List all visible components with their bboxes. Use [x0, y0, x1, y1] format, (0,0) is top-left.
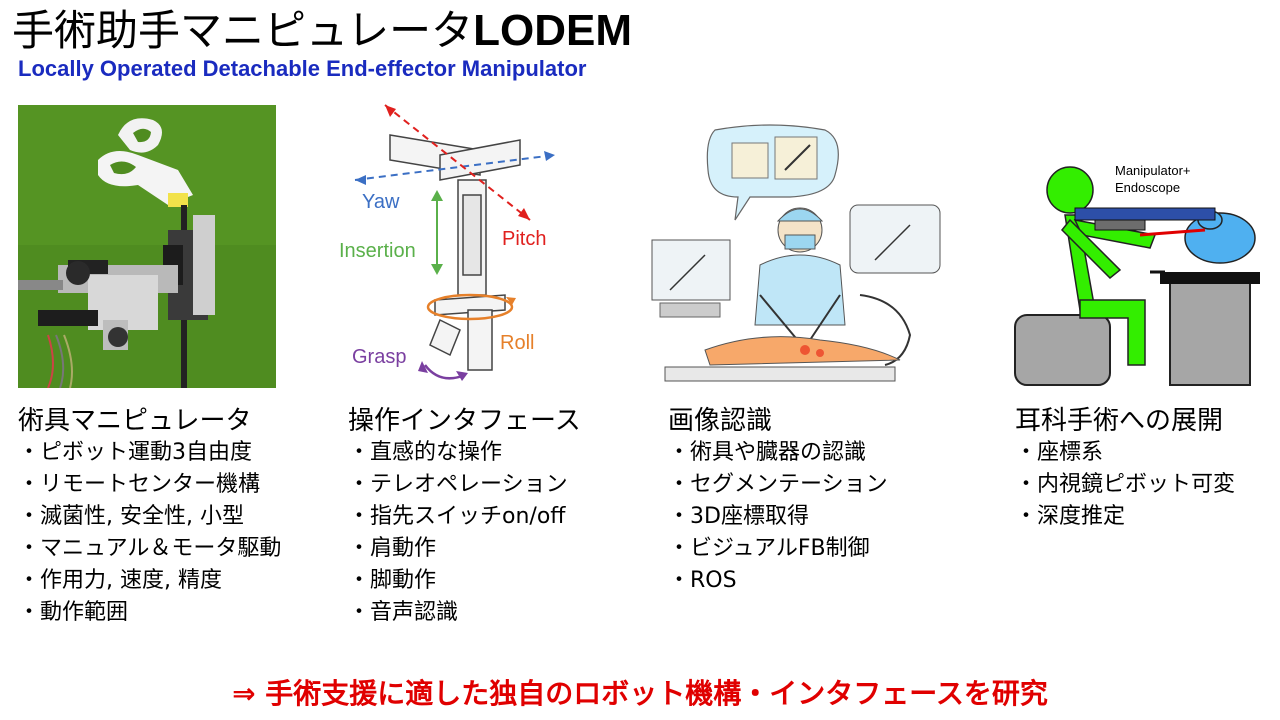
- list-item: 内視鏡ピボット可変: [1015, 469, 1235, 501]
- list-item: 音声認識: [348, 597, 581, 629]
- endoscope-label: Endoscope: [1115, 180, 1180, 195]
- interface-diagram: Yaw Pitch Insertion Roll Grasp: [339, 104, 556, 381]
- list-item: ROS: [668, 565, 888, 597]
- bullet-list: ピボット運動3自由度 リモートセンター機構 滅菌性, 安全性, 小型 マニュアル…: [18, 437, 281, 629]
- column-title: 耳科手術への展開: [1015, 406, 1224, 436]
- grasp-label: Grasp: [352, 346, 406, 368]
- bullet-list: 座標系 内視鏡ピボット可変 深度推定: [1015, 437, 1235, 533]
- conclusion-message: ⇒ 手術支援に適した独自のロボット機構・インタフェースを研究: [232, 677, 1048, 710]
- list-item: ピボット運動3自由度: [18, 437, 281, 469]
- list-item: セグメンテーション: [668, 469, 888, 501]
- column-title: 画像認識: [668, 406, 773, 436]
- page-title: 手術助手マニピュレータLODEM: [12, 6, 632, 56]
- list-item: ビジュアルFB制御: [668, 533, 888, 565]
- column-surgical-manipulator: 術具マニピュレータ ピボット運動3自由度 リモートセンター機構 滅菌性, 安全性…: [18, 405, 281, 629]
- image-recognition-sketch: [651, 124, 941, 382]
- list-item: 動作範囲: [18, 597, 281, 629]
- list-item: 座標系: [1015, 437, 1235, 469]
- list-item: 3D座標取得: [668, 501, 888, 533]
- list-item: リモートセンター機構: [18, 469, 281, 501]
- title-japanese: 手術助手マニピュレータ: [12, 6, 474, 55]
- title-english: LODEM: [473, 6, 633, 55]
- list-item: 直感的な操作: [348, 437, 581, 469]
- column-title: 操作インタフェース: [348, 406, 581, 436]
- page-subtitle: Locally Operated Detachable End-effector…: [18, 56, 587, 81]
- column-otologic-surgery: 耳科手術への展開 座標系 内視鏡ピボット可変 深度推定: [1015, 405, 1235, 533]
- list-item: マニュアル＆モータ駆動: [18, 533, 281, 565]
- bullet-list: 術具や臓器の認識 セグメンテーション 3D座標取得 ビジュアルFB制御 ROS: [668, 437, 888, 597]
- manipulator-photo: [18, 105, 276, 388]
- column-title: 術具マニピュレータ: [18, 406, 252, 436]
- manipulator-label: Manipulator+: [1115, 163, 1191, 178]
- list-item: 脚動作: [348, 565, 581, 597]
- insertion-label: Insertion: [339, 240, 416, 262]
- list-item: 術具や臓器の認識: [668, 437, 888, 469]
- list-item: 作用力, 速度, 精度: [18, 565, 281, 597]
- column-image-recognition: 画像認識 術具や臓器の認識 セグメンテーション 3D座標取得 ビジュアルFB制御…: [668, 405, 888, 597]
- pitch-label: Pitch: [502, 228, 546, 250]
- list-item: 指先スイッチon/off: [348, 501, 581, 533]
- otologic-surgery-illustration: Manipulator+ Endoscope: [1014, 163, 1260, 386]
- yaw-label: Yaw: [362, 191, 400, 213]
- list-item: 深度推定: [1015, 501, 1235, 533]
- list-item: テレオペレーション: [348, 469, 581, 501]
- bullet-list: 直感的な操作 テレオペレーション 指先スイッチon/off 肩動作 脚動作 音声…: [348, 437, 581, 629]
- list-item: 肩動作: [348, 533, 581, 565]
- list-item: 滅菌性, 安全性, 小型: [18, 501, 281, 533]
- roll-label: Roll: [500, 332, 534, 354]
- column-operation-interface: 操作インタフェース 直感的な操作 テレオペレーション 指先スイッチon/off …: [348, 405, 581, 629]
